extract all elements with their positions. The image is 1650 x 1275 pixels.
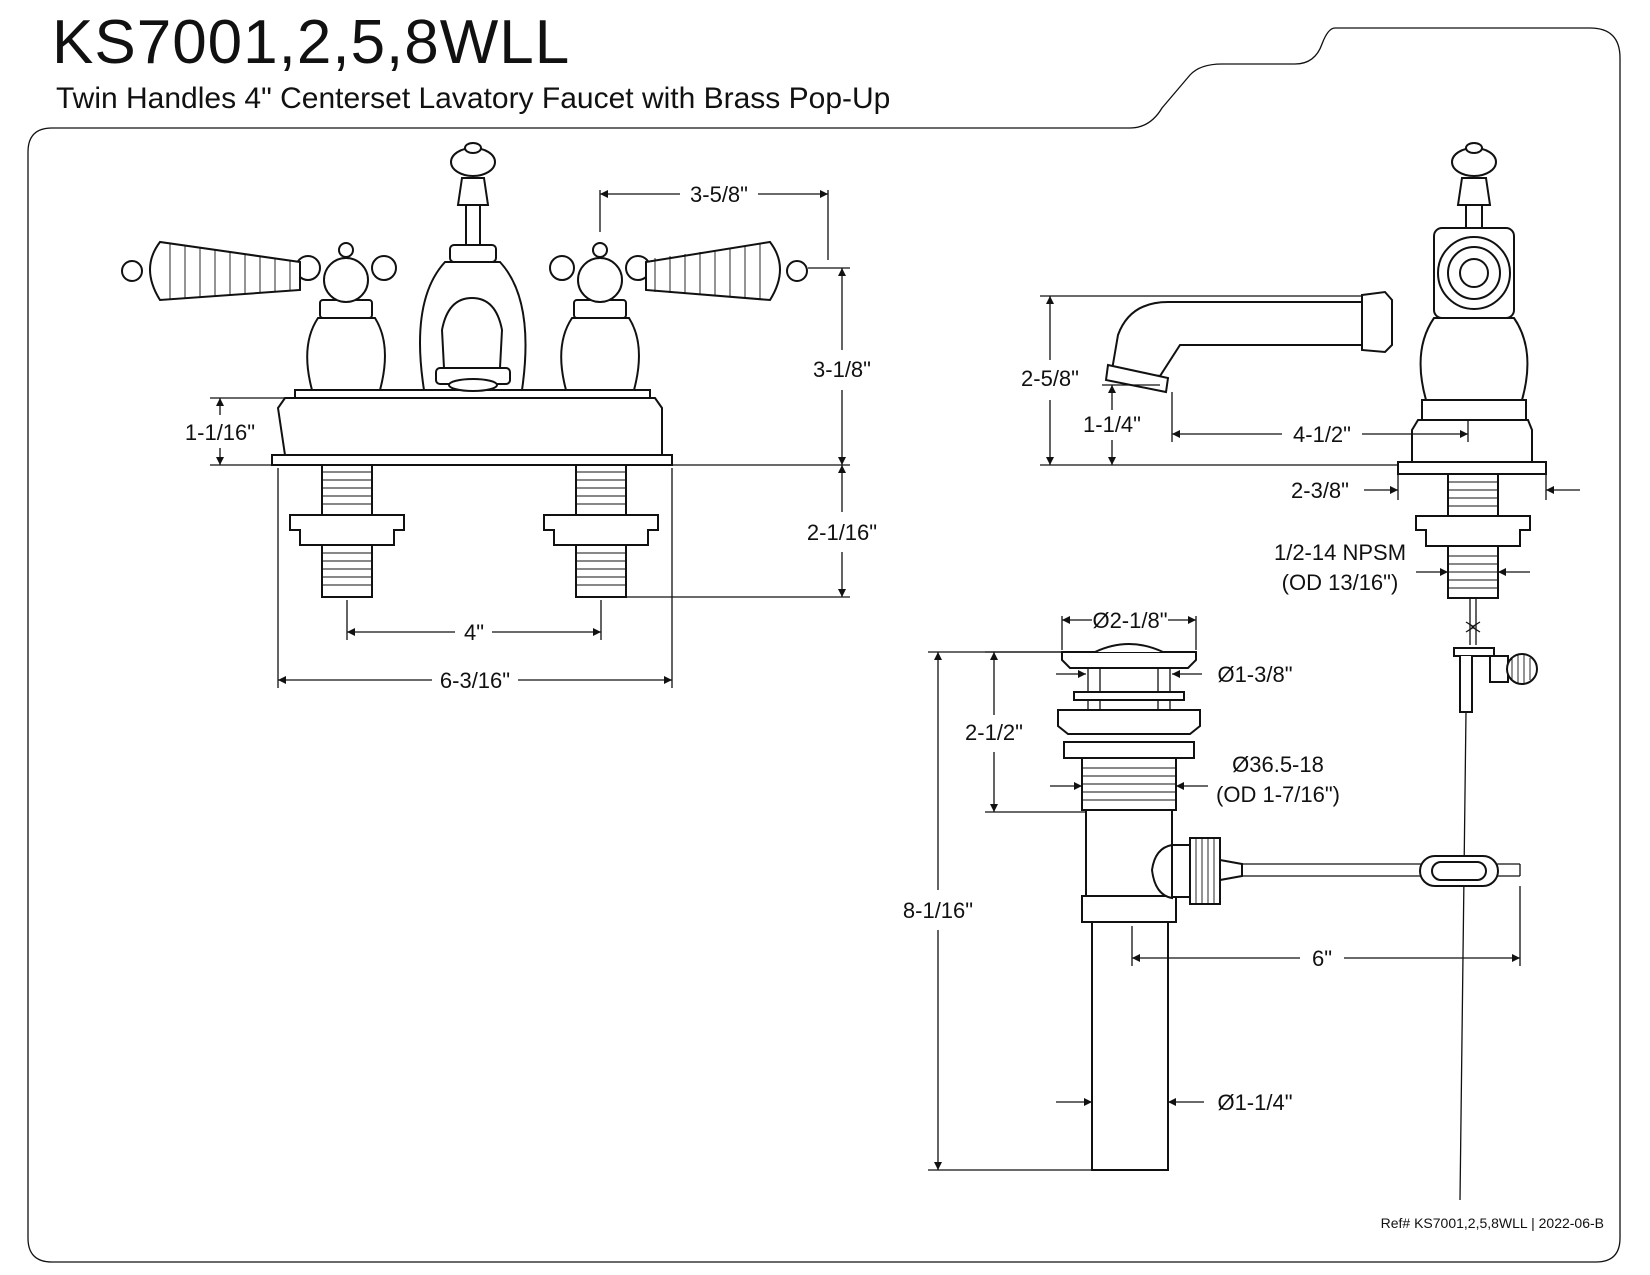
dim-spout-reach: 4-1/2" [1293,422,1351,447]
dim-thread-od: (OD 13/16") [1282,570,1399,595]
front-view: 3-5/8" 3-1/8" 1-1/16" 2-1/16" 4" 6-3/16" [121,142,877,693]
dim-flange-dia: Ø2-1/8" [1092,608,1167,633]
reference-note: Ref# KS7001,2,5,8WLL | 2022-06-B [1381,1215,1604,1231]
dim-tail-dia: Ø1-1/4" [1217,1090,1292,1115]
dim-base-depth: 2-3/8" [1291,478,1349,503]
dim-drain-thread: Ø36.5-18 [1232,752,1324,777]
drain-view: Ø2-1/8" Ø1-3/8" 2-1/2" Ø36.5-18 (OD 1-7/… [903,608,1521,1171]
dim-shank-length: 2-1/16" [807,520,877,545]
dim-base-height: 1-1/16" [185,420,255,445]
dim-drain-thread-od: (OD 1-7/16") [1216,782,1340,807]
dim-center-spread: 4" [464,620,484,645]
dim-rod-length: 6" [1312,946,1332,971]
product-title: KS7001,2,5,8WLL [52,8,571,77]
drawing-frame [27,27,1621,1263]
dim-thread-spec: 1/2-14 NPSM [1274,540,1406,565]
product-subtitle: Twin Handles 4" Centerset Lavatory Fauce… [56,82,891,115]
dim-spout-height: 2-5/8" [1021,366,1079,391]
side-view: 2-5/8" 1-1/4" 4-1/2" 2-3/8" 1/2-14 NPSM … [1021,142,1580,1201]
dim-stopper-dia: Ø1-3/8" [1217,662,1292,687]
dim-total-height: 8-1/16" [903,898,973,923]
dim-body-height: 2-1/2" [965,720,1023,745]
dim-base-width: 6-3/16" [440,668,510,693]
dim-overall-height: 3-1/8" [813,357,871,382]
dim-handle-to-center: 3-5/8" [690,182,748,207]
dim-outlet-height: 1-1/4" [1083,412,1141,437]
